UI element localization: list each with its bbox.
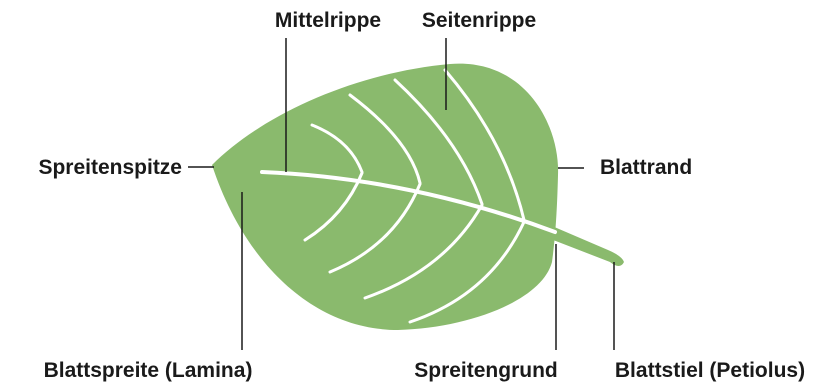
label-seitenrippe: Seitenrippe (422, 9, 536, 32)
label-mittelrippe: Mittelrippe (275, 9, 381, 32)
label-blattrand: Blattrand (600, 156, 692, 179)
label-spreitengrund: Spreitengrund (414, 359, 558, 382)
label-blattstiel: Blattstiel (Petiolus) (615, 359, 805, 382)
leaf-petiole (548, 226, 624, 266)
label-spreitenspitze: Spreitenspitze (38, 156, 182, 179)
label-blattspreite: Blattspreite (Lamina) (44, 359, 253, 382)
